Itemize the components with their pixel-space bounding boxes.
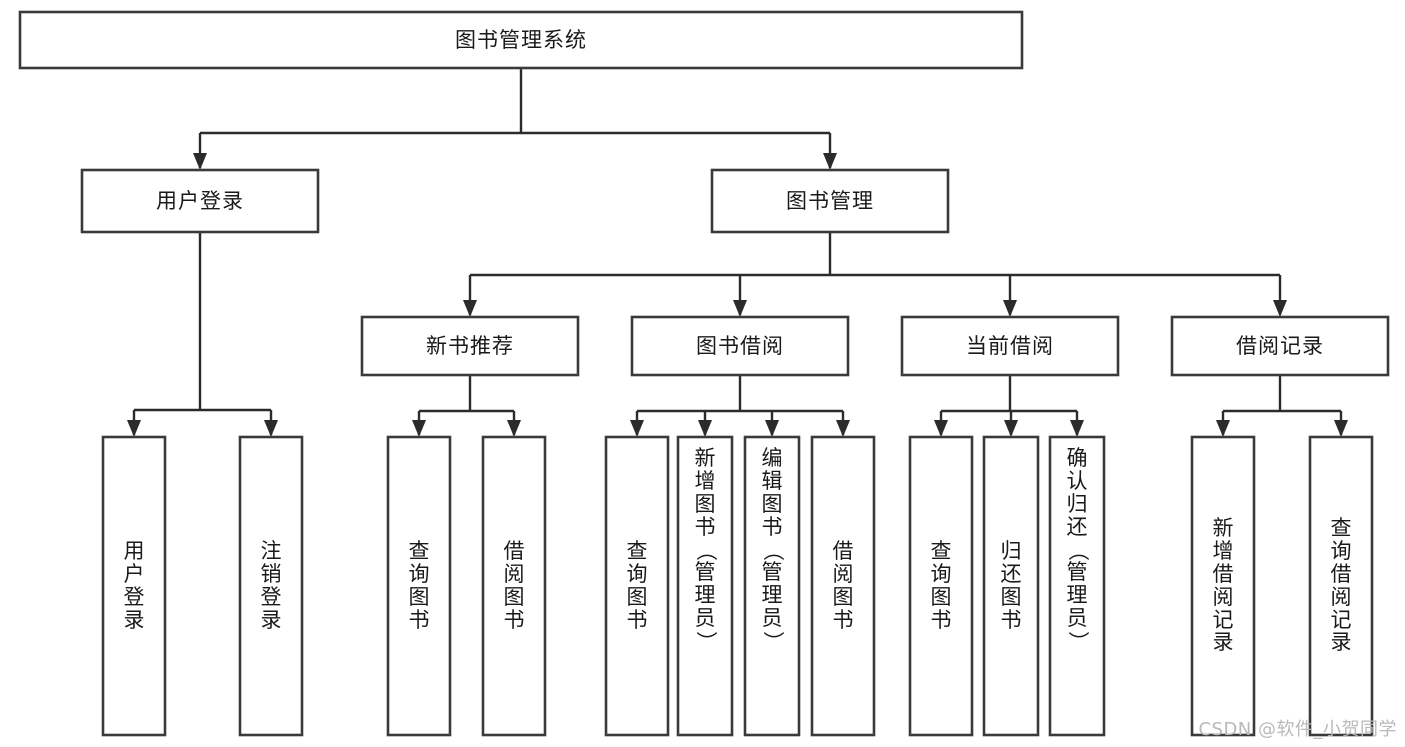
- arrow-head-icon: [765, 420, 779, 437]
- node-label-book-borrow: 图书借阅: [696, 334, 784, 358]
- node-label-current-borrow: 当前借阅: [966, 334, 1054, 358]
- arrow-head-icon: [1216, 420, 1230, 437]
- node-box-leaf-borrow-book-2[interactable]: [810, 435, 876, 737]
- node-label-book-management: 图书管理: [786, 189, 874, 213]
- arrow-head-icon: [1273, 300, 1287, 317]
- node-box-leaf-add-book-admin[interactable]: [676, 435, 734, 737]
- node-box-leaf-user-login[interactable]: [101, 435, 167, 737]
- node-box-leaf-query-book-2[interactable]: [604, 435, 670, 737]
- node-label-borrow-record: 借阅记录: [1236, 334, 1324, 358]
- arrow-head-icon: [836, 420, 850, 437]
- node-box-borrow-record[interactable]: [1170, 315, 1390, 377]
- node-box-leaf-return-book[interactable]: [982, 435, 1040, 737]
- arrow-head-icon: [823, 153, 837, 170]
- node-box-book-management[interactable]: [710, 168, 950, 234]
- node-box-current-borrow[interactable]: [900, 315, 1120, 377]
- node-box-layer: [18, 10, 1390, 737]
- arrow-head-icon: [934, 420, 948, 437]
- arrow-head-icon: [463, 300, 477, 317]
- node-box-leaf-confirm-return-admin[interactable]: [1048, 435, 1106, 737]
- arrow-head-icon: [264, 420, 278, 437]
- node-box-leaf-query-borrow-record[interactable]: [1308, 435, 1374, 737]
- arrow-head-icon: [127, 420, 141, 437]
- node-box-leaf-add-borrow-record[interactable]: [1190, 435, 1256, 737]
- node-box-user-login[interactable]: [80, 168, 320, 234]
- arrow-head-icon: [630, 420, 644, 437]
- arrow-head-icon: [698, 420, 712, 437]
- arrow-head-icon: [1334, 420, 1348, 437]
- watermark-text: CSDN @软件_小贺同学: [1198, 719, 1397, 740]
- node-box-leaf-borrow-book-1[interactable]: [481, 435, 547, 737]
- node-label-root: 图书管理系统: [455, 28, 587, 52]
- node-box-leaf-logout-login[interactable]: [238, 435, 304, 737]
- arrow-head-icon: [733, 300, 747, 317]
- arrow-head-icon: [1070, 420, 1084, 437]
- node-box-leaf-query-book-1[interactable]: [386, 435, 452, 737]
- node-box-new-book-recommend[interactable]: [360, 315, 580, 377]
- arrow-head-icon: [507, 420, 521, 437]
- arrow-head-icon: [1004, 420, 1018, 437]
- node-box-root[interactable]: [18, 10, 1024, 70]
- node-box-book-borrow[interactable]: [630, 315, 850, 377]
- node-label-new-book-recommend: 新书推荐: [426, 334, 514, 358]
- node-box-leaf-query-book-3[interactable]: [908, 435, 974, 737]
- arrow-head-icon: [412, 420, 426, 437]
- node-label-user-login: 用户登录: [156, 189, 244, 213]
- connector-layer: [127, 68, 1348, 437]
- arrow-head-icon: [1003, 300, 1017, 317]
- arrow-head-icon: [193, 153, 207, 170]
- node-box-leaf-edit-book-admin[interactable]: [743, 435, 801, 737]
